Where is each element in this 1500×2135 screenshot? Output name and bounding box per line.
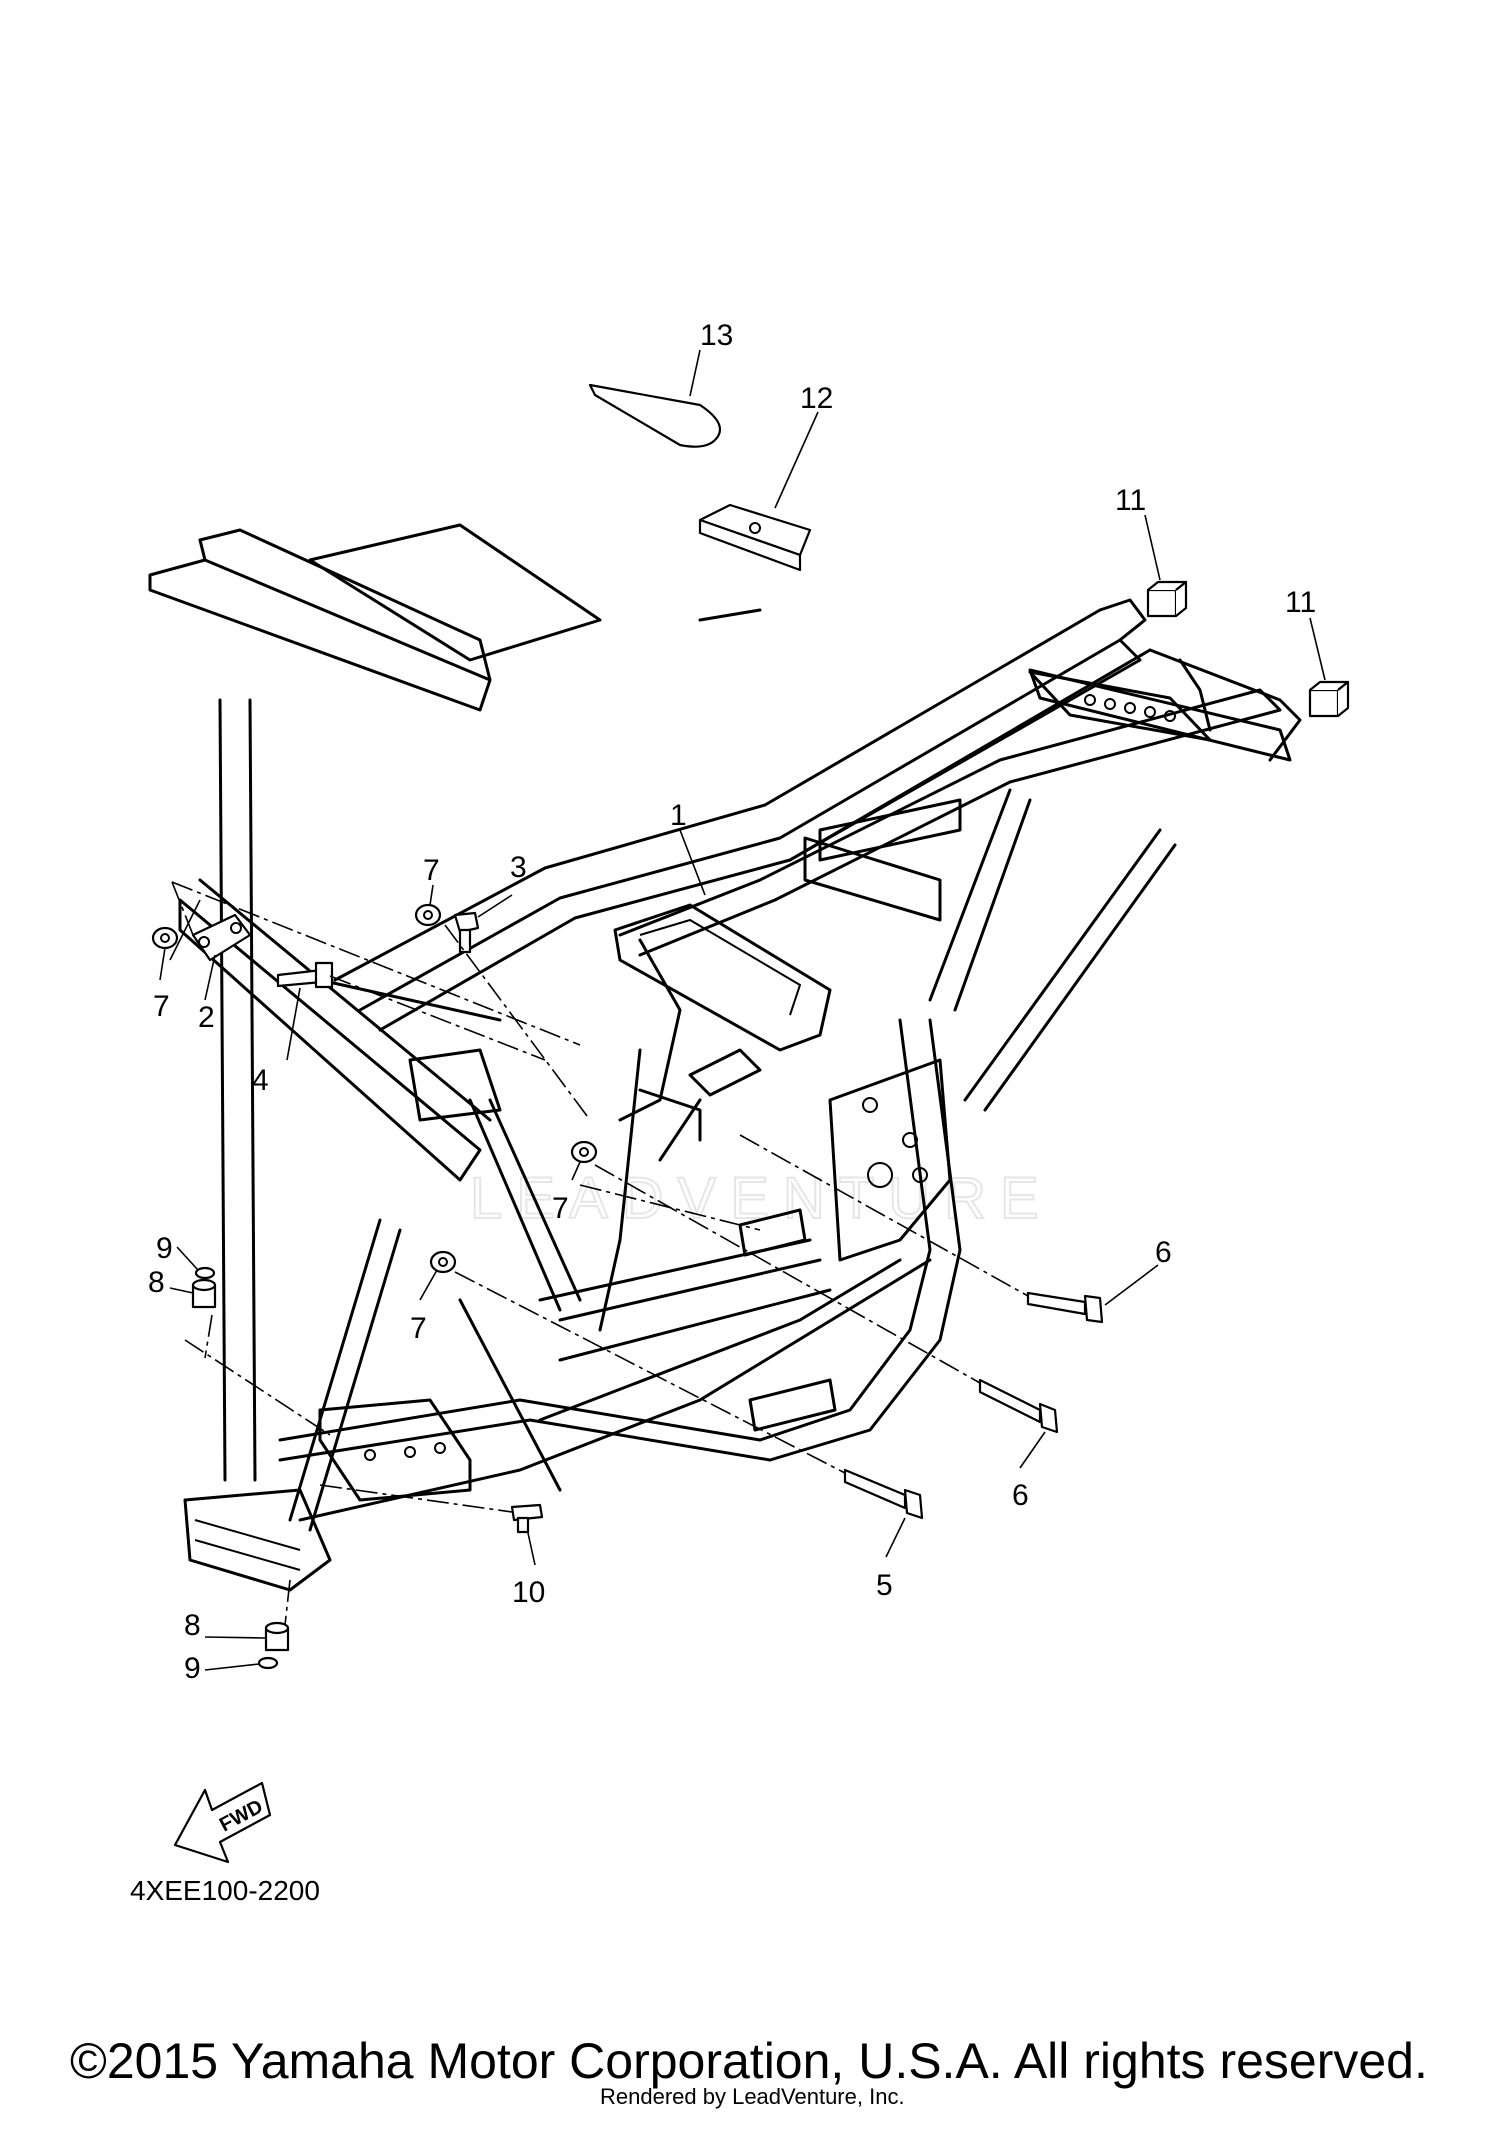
callout-7b: 7 — [153, 990, 170, 1023]
callout-7c: 7 — [552, 1192, 569, 1225]
diagram-code: 4XEE100-2200 — [130, 1875, 320, 1906]
part-7-nut-b — [414, 903, 442, 927]
part-9-oring-b — [257, 1656, 279, 1670]
callout-1: 1 — [670, 799, 687, 832]
part-13-decal — [588, 383, 722, 448]
callout-12: 12 — [800, 382, 833, 415]
part-3-bolt — [453, 911, 480, 954]
part-8-collar-a — [191, 1278, 217, 1309]
part-7-nut-d — [429, 1250, 457, 1274]
callout-7a: 7 — [423, 854, 440, 887]
part-10-bolt — [510, 1503, 544, 1534]
part-6-bolt-b — [978, 1378, 1059, 1434]
part-2-bracket — [191, 913, 252, 962]
callout-4: 4 — [252, 1064, 269, 1097]
part-8-collar-b — [264, 1621, 290, 1652]
callout-5: 5 — [876, 1569, 893, 1602]
callout-13: 13 — [700, 319, 733, 352]
callout-6b: 6 — [1012, 1479, 1029, 1512]
center-lines — [171, 881, 1029, 1626]
part-6-bolt-a — [1026, 1291, 1104, 1324]
callout-3: 3 — [510, 851, 527, 884]
callout-10: 10 — [512, 1576, 545, 1609]
callout-9a: 9 — [156, 1232, 173, 1265]
callout-7d: 7 — [410, 1312, 427, 1345]
part-4-bolt — [276, 961, 334, 989]
callout-8a: 8 — [148, 1266, 165, 1299]
part-11-cap-a — [1146, 580, 1188, 618]
part-7-nut-c — [570, 1140, 598, 1164]
part-9-oring-a — [194, 1266, 216, 1280]
part-12-plate — [698, 503, 812, 572]
callout-9b: 9 — [184, 1652, 201, 1685]
rendered-by-text: Rendered by LeadVenture, Inc. — [600, 2084, 905, 2109]
leader-lines — [159, 349, 1326, 1671]
callout-2: 2 — [198, 1001, 215, 1034]
part-7-nut-a — [151, 926, 179, 950]
callout-11b: 11 — [1285, 586, 1316, 619]
callout-6a: 6 — [1155, 1236, 1172, 1269]
callouts: 13 12 11 11 1 7 3 7 2 4 7 6 9 8 7 6 10 5… — [148, 319, 1316, 1685]
fwd-arrow-icon: FWD — [173, 1781, 272, 1864]
copyright-text: ©2015 Yamaha Motor Corporation, U.S.A. A… — [70, 2033, 1428, 2089]
callout-8b: 8 — [184, 1609, 201, 1642]
main-frame — [148, 523, 1302, 1592]
part-5-bolt — [843, 1468, 924, 1520]
part-11-cap-b — [1308, 680, 1350, 718]
callout-11a: 11 — [1115, 484, 1146, 517]
